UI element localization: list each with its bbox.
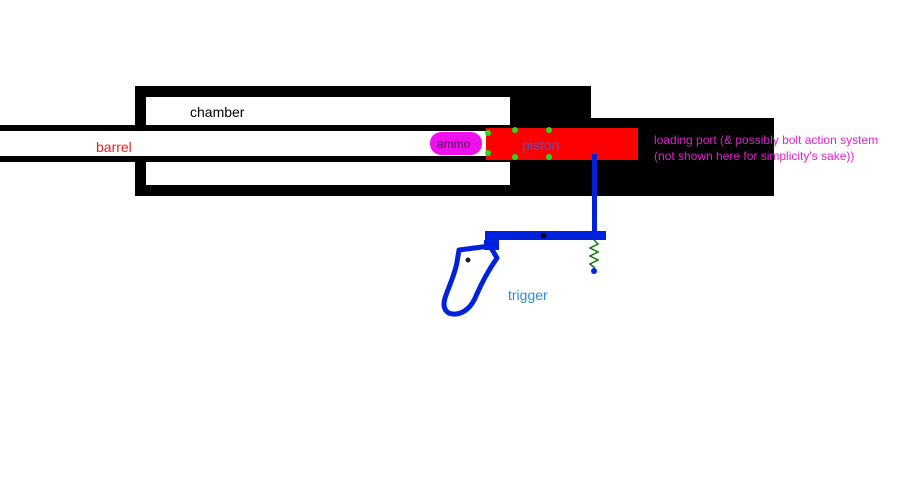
chamber-label: chamber — [190, 104, 245, 120]
piston — [486, 128, 638, 160]
chamber-cavity-top — [146, 97, 510, 125]
seal-dot — [485, 130, 491, 136]
loading-port-label-line2: (not shown here for simplicity's sake)) — [654, 149, 854, 163]
trigger-pivot-pin — [465, 257, 471, 263]
chamber-cavity-bottom — [146, 162, 510, 185]
loading-port-notch — [757, 118, 774, 127]
trigger-bar-pivot — [541, 233, 546, 238]
trigger-spring — [588, 239, 600, 269]
barrel-wall-bottom — [0, 156, 497, 162]
trigger-shoe — [441, 243, 500, 317]
seal-dot — [546, 154, 552, 160]
ammo — [430, 132, 482, 155]
trigger-label: trigger — [508, 287, 548, 303]
seal-dot — [485, 150, 491, 156]
barrel-bore — [0, 131, 505, 156]
loading-port-gap — [591, 86, 774, 118]
spring-anchor — [591, 268, 597, 274]
ammo-label: ammo — [437, 137, 471, 151]
seal-dot — [546, 127, 552, 133]
loading-port-lip — [591, 118, 644, 126]
barrel-label: barrel — [96, 139, 132, 155]
seal-dot — [512, 127, 518, 133]
sear-rod — [592, 154, 597, 236]
piston-seal-dots — [485, 127, 552, 160]
barrel-wall-top — [0, 125, 497, 131]
loading-port-label-line1: loading port (& possibly bolt action sys… — [654, 133, 878, 147]
seal-dot — [512, 154, 518, 160]
piston-label: piston — [522, 137, 559, 153]
